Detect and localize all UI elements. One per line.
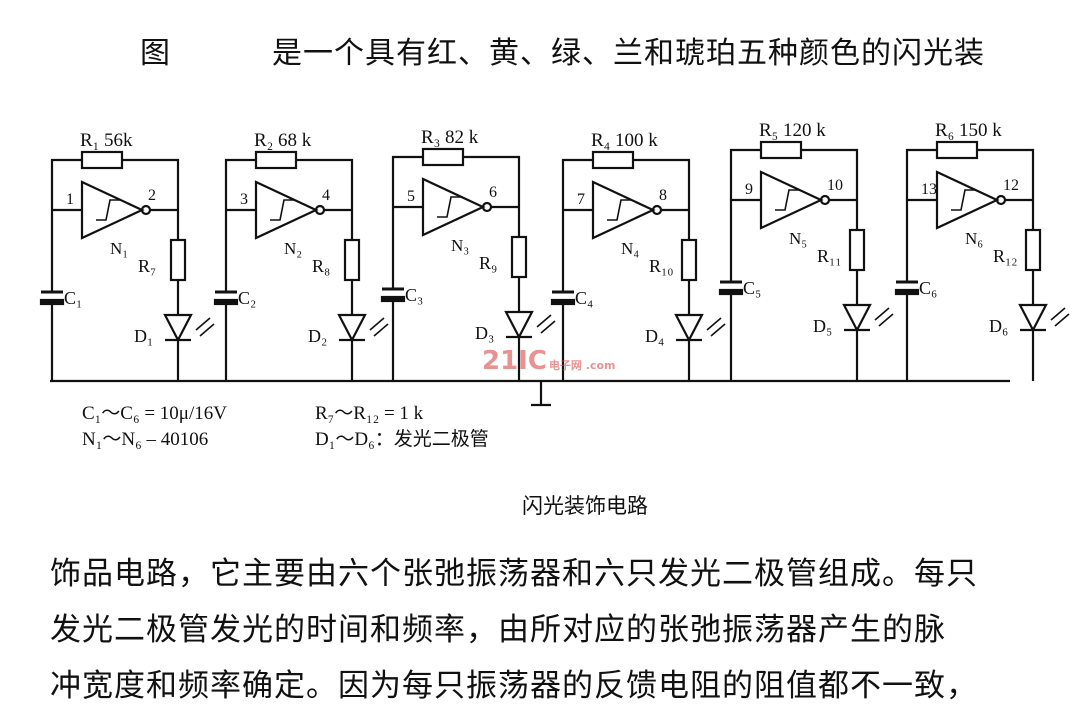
- feedback-resistor: [759, 140, 803, 160]
- capacitor-label: C₃: [405, 285, 423, 305]
- gate-label: N₃: [451, 236, 469, 255]
- load-resistor-label: R₁₁: [817, 246, 842, 266]
- feedback-resistor: [591, 150, 635, 170]
- light-emission-arrow: [199, 323, 215, 337]
- led-diode: [1018, 303, 1048, 333]
- capacitor-label: C₄: [575, 288, 593, 308]
- pin-label: 8: [659, 187, 667, 204]
- load-resistor: [848, 228, 866, 272]
- resistor-label: R₃ 82 k: [421, 127, 479, 148]
- gate-label: N₂: [284, 239, 302, 258]
- load-resistor-label: R₁₀: [649, 256, 674, 276]
- inverter-gate: [935, 170, 1000, 230]
- feedback-resistor: [254, 150, 298, 170]
- load-resistor: [680, 238, 698, 282]
- resistor-label: R₆ 150 k: [935, 120, 1002, 141]
- load-resistor: [1024, 228, 1042, 272]
- load-resistor-label: R₈: [312, 256, 330, 276]
- diode-label: D₂: [308, 326, 327, 346]
- capacitor-label: C₆: [919, 278, 937, 298]
- light-emission-arrow: [373, 323, 389, 337]
- legend-resistors: R₇～R₁₂ = 1 k: [315, 403, 424, 424]
- figure-caption: 闪光装饰电路: [522, 494, 648, 518]
- capacitor-label: C₁: [64, 288, 82, 308]
- legend-diodes: D₁～D₆：发光二极管: [315, 429, 489, 450]
- inverter-gate: [80, 180, 145, 240]
- led-diode: [842, 303, 872, 333]
- led-diode: [504, 310, 534, 340]
- light-emission-arrow: [369, 317, 385, 331]
- diode-label: D₄: [645, 326, 664, 346]
- body-text-line-3: 冲宽度和频率确定。因为每只振荡器的反馈电阻的阻值都不一致，: [50, 668, 978, 704]
- load-resistor: [343, 238, 361, 282]
- body-text-line-1: 饰品电路，它主要由六个张弛振荡器和六只发光二极管组成。每只: [50, 556, 978, 592]
- inverter-gate: [254, 180, 319, 240]
- figure-label: 图: [140, 36, 170, 71]
- feedback-resistor: [80, 150, 124, 170]
- load-resistor-label: R₁₂: [993, 246, 1018, 266]
- inverter-gate: [591, 180, 656, 240]
- resistor-label: R₅ 120 k: [759, 120, 826, 141]
- gate-label: N₄: [621, 239, 639, 258]
- capacitor-label: C₅: [743, 278, 761, 298]
- light-emission-arrow: [195, 317, 211, 331]
- led-diode: [163, 313, 193, 343]
- gate-label: N₁: [110, 239, 128, 258]
- inverter-gate: [759, 170, 824, 230]
- light-emission-arrow: [706, 317, 722, 331]
- light-emission-arrow: [710, 323, 726, 337]
- led-diode: [674, 313, 704, 343]
- oscillator-stage: [718, 140, 894, 381]
- legend-capacitors: C₁～C₆ = 10μ/16V: [82, 403, 227, 424]
- resistor-label: R₄ 100 k: [591, 130, 658, 151]
- pin-label: 6: [489, 184, 497, 201]
- diode-label: D₆: [989, 316, 1008, 336]
- load-resistor-label: R₇: [138, 256, 156, 276]
- light-emission-arrow: [540, 320, 556, 334]
- load-resistor: [169, 238, 187, 282]
- feedback-resistor: [421, 147, 465, 167]
- pin-label: 12: [1003, 177, 1019, 194]
- capacitor-label: C₂: [238, 288, 256, 308]
- oscillator-stage: [894, 140, 1070, 381]
- light-emission-arrow: [1054, 313, 1070, 327]
- diode-label: D₁: [134, 326, 153, 346]
- feedback-resistor: [935, 140, 979, 160]
- pin-label: 3: [240, 191, 248, 208]
- pin-label: 5: [407, 188, 415, 205]
- load-resistor-label: R₉: [479, 253, 497, 273]
- light-emission-arrow: [536, 314, 552, 328]
- oscillator-stage: [39, 150, 215, 381]
- oscillator-stage: [550, 150, 726, 381]
- pin-label: 13: [921, 181, 937, 198]
- light-emission-arrow: [1050, 307, 1066, 321]
- resistor-label: R₂ 68 k: [254, 130, 312, 151]
- load-resistor: [510, 235, 528, 279]
- resistor-label: R₁ 56k: [80, 130, 133, 151]
- header-text: 是一个具有红、黄、绿、兰和琥珀五种颜色的闪光装: [272, 36, 985, 71]
- pin-label: 7: [577, 191, 585, 208]
- pin-label: 4: [322, 187, 330, 204]
- led-diode: [337, 313, 367, 343]
- diode-label: D₃: [475, 323, 494, 343]
- inverter-gate: [421, 177, 486, 237]
- light-emission-arrow: [874, 307, 890, 321]
- legend-gates: N₁～N₆ – 40106: [82, 429, 209, 450]
- oscillator-stage: [380, 147, 556, 381]
- pin-label: 10: [827, 177, 843, 194]
- light-emission-arrow: [878, 313, 894, 327]
- gate-label: N₅: [789, 229, 807, 248]
- pin-label: 2: [148, 187, 156, 204]
- pin-label: 1: [66, 191, 74, 208]
- gate-label: N₆: [965, 229, 983, 248]
- diode-label: D₅: [813, 316, 832, 336]
- pin-label: 9: [745, 181, 753, 198]
- body-text-line-2: 发光二极管发光的时间和频率，由所对应的张弛振荡器产生的脉: [50, 612, 946, 648]
- oscillator-stage: [213, 150, 389, 381]
